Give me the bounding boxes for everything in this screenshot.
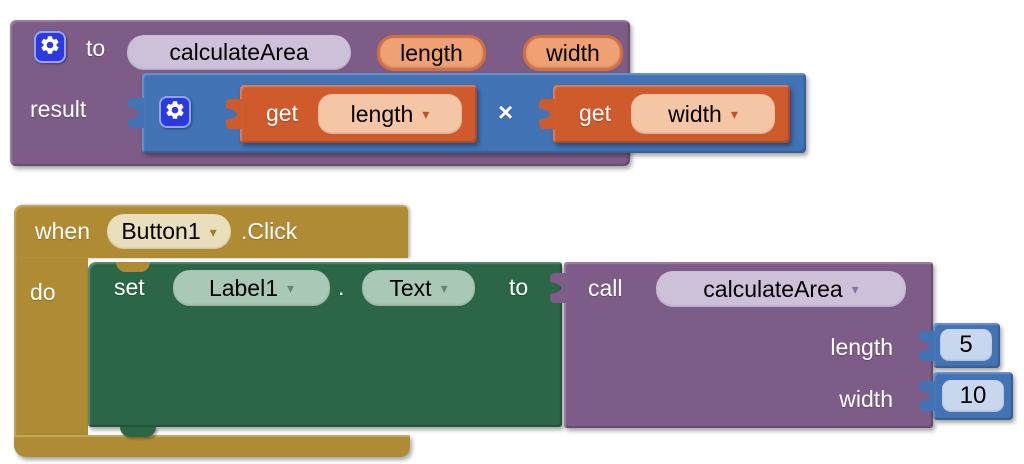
set-label-text-block[interactable]: set Label1 ▾ . Text ▾ to xyxy=(88,262,562,437)
procedure-name-field[interactable]: calculateArea xyxy=(127,35,351,70)
get-length-dropdown[interactable]: length ▾ xyxy=(318,94,462,134)
multiply-block[interactable]: get length ▾ × get width ▾ xyxy=(142,73,806,153)
when-event-block[interactable]: when Button1 ▾ .Click xyxy=(14,205,408,258)
dropdown-arrow-icon: ▾ xyxy=(440,280,448,296)
set-property-dropdown[interactable]: Text ▾ xyxy=(362,270,475,306)
do-label: do xyxy=(30,279,56,305)
number-5-value: 5 xyxy=(959,331,973,358)
dropdown-arrow-icon: ▾ xyxy=(422,106,430,122)
call-arg-length-label: length xyxy=(830,334,893,360)
get-width-dropdown[interactable]: width ▾ xyxy=(631,94,775,134)
get-label: get xyxy=(579,100,611,126)
call-procedure-value: calculateArea xyxy=(703,275,843,302)
dropdown-arrow-icon: ▾ xyxy=(730,106,738,122)
set-component-value: Label1 xyxy=(208,274,279,301)
set-property-value: Text xyxy=(389,274,432,301)
gear-icon xyxy=(164,99,186,126)
when-block-bottom-bar[interactable] xyxy=(14,435,410,457)
statement-top-notch-icon xyxy=(116,262,150,272)
get-length-plug-icon xyxy=(226,99,242,129)
mutator-gear-button[interactable] xyxy=(34,31,66,63)
event-component-value: Button1 xyxy=(121,218,201,244)
call-arg-width-label: width xyxy=(839,386,893,412)
multiply-mutator-gear-button[interactable] xyxy=(159,96,191,128)
number-block-5[interactable]: 5 xyxy=(933,323,1000,368)
dropdown-arrow-icon: ▾ xyxy=(287,280,295,296)
procedure-name-text: calculateArea xyxy=(169,39,309,65)
param-pill-width[interactable]: width xyxy=(523,35,623,71)
set-to-label: to xyxy=(509,274,529,300)
number-10-value: 10 xyxy=(959,382,987,409)
call-procedure-dropdown[interactable]: calculateArea ▾ xyxy=(656,271,906,307)
get-width-block[interactable]: get width ▾ xyxy=(553,85,790,143)
get-label: get xyxy=(266,100,298,126)
gear-icon xyxy=(39,34,61,61)
param-length-text: length xyxy=(400,39,463,66)
get-length-value: length xyxy=(350,100,414,127)
statement-bottom-tab-icon xyxy=(120,427,156,437)
number-10-field[interactable]: 10 xyxy=(942,380,1004,412)
call-procedure-block[interactable]: call calculateArea ▾ length width xyxy=(564,262,933,428)
multiply-operator: × xyxy=(498,97,514,127)
procedure-to-label: to xyxy=(86,35,106,61)
dropdown-arrow-icon: ▾ xyxy=(851,281,859,297)
get-width-value: width xyxy=(668,100,722,127)
dropdown-arrow-icon: ▾ xyxy=(209,223,217,240)
get-length-block[interactable]: get length ▾ xyxy=(240,85,477,143)
number-5-field[interactable]: 5 xyxy=(940,329,992,361)
event-component-dropdown[interactable]: Button1 ▾ xyxy=(107,214,231,249)
event-name-label: .Click xyxy=(241,218,298,244)
param-width-text: width xyxy=(546,39,600,66)
call-label: call xyxy=(588,275,623,301)
param-pill-length[interactable]: length xyxy=(377,35,486,71)
number-block-10[interactable]: 10 xyxy=(933,372,1013,420)
set-component-dropdown[interactable]: Label1 ▾ xyxy=(173,270,330,306)
set-dot-label: . xyxy=(338,274,345,300)
when-label: when xyxy=(35,218,90,244)
set-label: set xyxy=(114,274,145,300)
get-width-plug-icon xyxy=(539,99,555,129)
procedure-result-label: result xyxy=(30,96,87,122)
when-block-do-column[interactable]: do xyxy=(14,257,88,437)
